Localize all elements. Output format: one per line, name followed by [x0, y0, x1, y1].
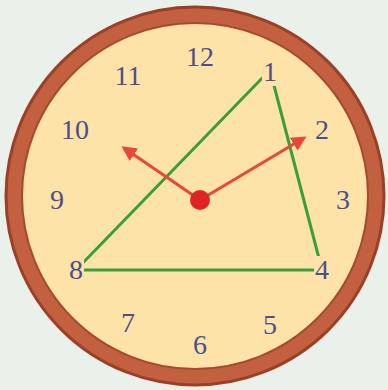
clock-number: 6	[192, 331, 208, 359]
clock-number: 1	[262, 58, 278, 86]
clock-number: 10	[60, 116, 90, 144]
minute-hand	[200, 138, 304, 200]
clock-number: 3	[335, 186, 351, 214]
hour-hand	[124, 148, 200, 200]
triangle	[76, 70, 322, 270]
clock-number: 4	[314, 256, 330, 284]
clock-number: 7	[120, 309, 136, 337]
center-dot	[190, 190, 210, 210]
clock-number: 5	[262, 311, 278, 339]
clock-number: 8	[68, 256, 84, 284]
clock-face	[22, 23, 368, 369]
clock-number: 9	[49, 186, 65, 214]
clock-number: 11	[114, 62, 143, 90]
clock-number: 12	[185, 43, 215, 71]
clock-number: 2	[314, 116, 330, 144]
clock-rim	[6, 7, 384, 385]
